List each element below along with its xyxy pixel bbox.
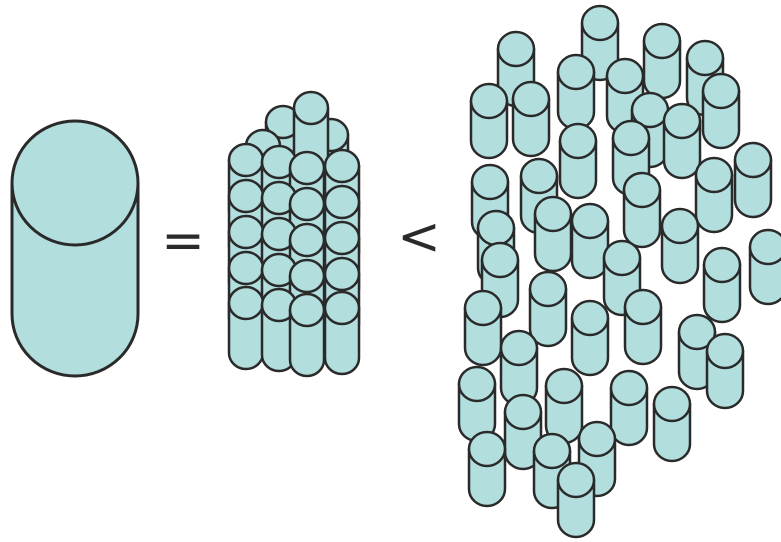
scattered-cylinder-icon: [735, 143, 771, 217]
scattered-cylinder-icon: [750, 230, 781, 304]
equals-sign: =: [161, 211, 205, 271]
bundle-cylinder-icon: [229, 287, 263, 369]
scattered-cylinder-icon: [654, 387, 690, 461]
packed-bundle-panel: [229, 92, 359, 376]
scattered-cylinder-icon: [501, 331, 537, 405]
scattered-cylinders-panel: [459, 6, 781, 537]
scattered-cylinder-icon: [471, 84, 507, 158]
scattered-cylinder-icon: [560, 124, 596, 198]
scattered-cylinder-icon: [644, 24, 680, 98]
large-cylinder-panel: [12, 121, 138, 376]
bundle-cylinder-icon: [325, 292, 359, 374]
scattered-cylinder-icon: [625, 290, 661, 364]
scattered-cylinder-icon: [664, 104, 700, 178]
scattered-cylinder-icon: [704, 248, 740, 322]
scattered-cylinder-icon: [469, 432, 505, 506]
scattered-cylinder-icon: [535, 197, 571, 271]
scattered-cylinder-icon: [624, 173, 660, 247]
scattered-cylinder-icon: [696, 158, 732, 232]
scattered-cylinder-icon: [572, 204, 608, 278]
scattered-cylinder-icon: [546, 369, 582, 443]
scattered-cylinder-icon: [707, 334, 743, 408]
bundle-cylinder-icon: [290, 294, 324, 376]
scattered-cylinder-icon: [558, 55, 594, 129]
scattered-cylinder-icon: [662, 209, 698, 283]
large-cylinder-icon: [12, 121, 138, 376]
scattered-cylinder-icon: [558, 463, 594, 537]
less-than-sign: <: [397, 207, 441, 267]
scattered-cylinder-icon: [611, 371, 647, 445]
scattered-cylinder-icon: [459, 367, 495, 441]
scattered-cylinder-icon: [703, 74, 739, 148]
scattered-cylinder-icon: [530, 272, 566, 346]
scattered-cylinder-icon: [465, 291, 501, 365]
scattered-cylinder-icon: [572, 301, 608, 375]
scattered-cylinder-icon: [513, 82, 549, 156]
